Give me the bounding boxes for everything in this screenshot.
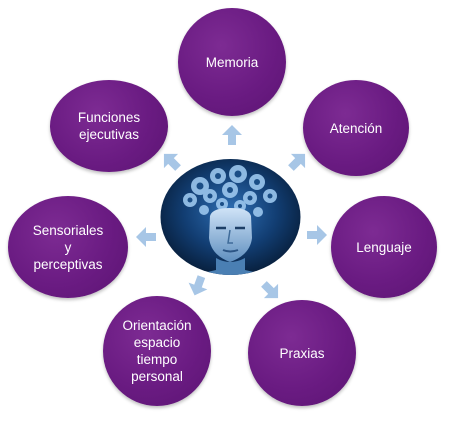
node-memoria-label: Memoria — [205, 54, 259, 70]
node-funciones-label: Funciones ejecutivas — [77, 110, 141, 142]
arrow-to-sensoriales-icon — [136, 227, 156, 247]
arrow-to-praxias-icon — [261, 281, 279, 299]
node-praxias: Praxias — [248, 300, 356, 406]
node-lenguaje: Lenguaje — [331, 196, 437, 298]
node-sensoriales-label: Sensoriales y perceptivas — [32, 222, 104, 272]
arrow-to-orientacion-icon — [188, 275, 208, 296]
node-atencion-label: Atención — [329, 120, 383, 136]
node-atencion: Atención — [303, 80, 409, 176]
arrow-to-atencion-icon — [288, 153, 306, 171]
arrow-to-lenguaje-icon — [307, 225, 327, 245]
arrow-to-funciones-icon — [163, 153, 181, 171]
head-with-gears-icon — [160, 159, 301, 275]
node-lenguaje-label: Lenguaje — [356, 239, 412, 255]
node-orientacion-label: Orientación espacio tiempo personal — [122, 318, 192, 384]
node-sensoriales: Sensoriales y perceptivas — [8, 196, 128, 298]
node-orientacion: Orientación espacio tiempo personal — [103, 296, 211, 406]
node-praxias-label: Praxias — [279, 345, 325, 361]
node-funciones-ejecutivas: Funciones ejecutivas — [50, 80, 168, 172]
node-memoria: Memoria — [178, 8, 286, 116]
arrow-to-memoria-icon — [222, 125, 242, 145]
